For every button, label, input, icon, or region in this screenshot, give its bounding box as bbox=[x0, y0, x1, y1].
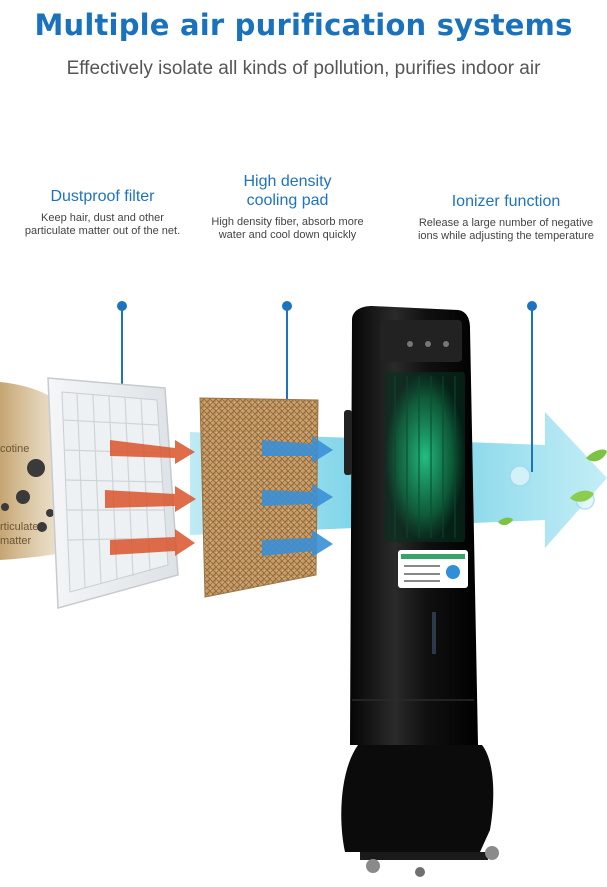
particle-icon bbox=[46, 509, 54, 517]
feature-ionizer: Ionizer function Release a large number … bbox=[408, 192, 604, 243]
arrow-right-icon bbox=[262, 530, 333, 557]
water-level-window bbox=[432, 612, 436, 654]
leaf-icon bbox=[570, 490, 594, 502]
pollution-label-line: rticulate bbox=[0, 521, 39, 533]
feature-description: High density fiber, absorb more water an… bbox=[200, 216, 375, 242]
particle-icon bbox=[37, 522, 47, 532]
ion-bubble-icon bbox=[509, 465, 531, 487]
feature-desc-line: particulate matter out of the net. bbox=[24, 225, 181, 237]
feature-dustproof-filter: Dustproof filter Keep hair, dust and oth… bbox=[10, 187, 195, 238]
particle-icon bbox=[1, 503, 9, 511]
wheel-icon bbox=[366, 859, 380, 873]
leaf-icon bbox=[498, 517, 513, 526]
feature-description: Release a large number of negative ions … bbox=[408, 217, 604, 243]
arrow-right-icon bbox=[110, 529, 195, 556]
feature-desc-line: water and cool down quickly bbox=[218, 229, 357, 241]
feature-title: Dustproof filter bbox=[50, 188, 155, 205]
arrow-right-icon bbox=[262, 484, 333, 510]
arrow-right-icon bbox=[262, 436, 333, 463]
arrow-right-icon bbox=[110, 440, 195, 464]
pollution-label: cotine bbox=[0, 443, 30, 455]
feature-desc-line: Keep hair, dust and other bbox=[41, 212, 164, 224]
feature-title-line: cooling pad bbox=[246, 192, 329, 209]
feature-title: Ionizer function bbox=[451, 193, 561, 210]
page-subtitle: Effectively isolate all kinds of polluti… bbox=[66, 58, 541, 79]
feature-desc-line: High density fiber, absorb more bbox=[211, 216, 364, 228]
marker-ionizer bbox=[527, 301, 537, 472]
pollution-label-line: matter bbox=[0, 535, 32, 547]
knob-icon bbox=[425, 341, 431, 347]
feature-description: Keep hair, dust and other particulate ma… bbox=[10, 212, 195, 238]
particle-icon bbox=[16, 490, 30, 504]
feature-desc-line: ions while adjusting the temperature bbox=[417, 230, 595, 242]
feature-desc-line: Release a large number of negative bbox=[418, 217, 594, 229]
feature-title: High density cooling pad bbox=[200, 172, 375, 210]
knob-icon bbox=[407, 341, 413, 347]
particle-icon bbox=[27, 459, 45, 477]
page-title: Multiple air purification systems bbox=[34, 8, 573, 42]
wheel-icon bbox=[415, 867, 425, 877]
arrow-right-icon bbox=[105, 486, 196, 512]
air-cooler-unit bbox=[341, 306, 499, 877]
leaf-icon bbox=[586, 449, 607, 462]
green-louver-window bbox=[385, 372, 465, 542]
pollution-label: rticulate matter bbox=[0, 520, 39, 548]
marker-pad bbox=[282, 301, 292, 402]
control-panel bbox=[380, 320, 462, 362]
knob-icon bbox=[443, 341, 449, 347]
feature-title-line: High density bbox=[243, 173, 332, 190]
side-handle bbox=[344, 410, 352, 475]
wheel-icon bbox=[485, 846, 499, 860]
feature-cooling-pad: High density cooling pad High density fi… bbox=[200, 172, 375, 242]
